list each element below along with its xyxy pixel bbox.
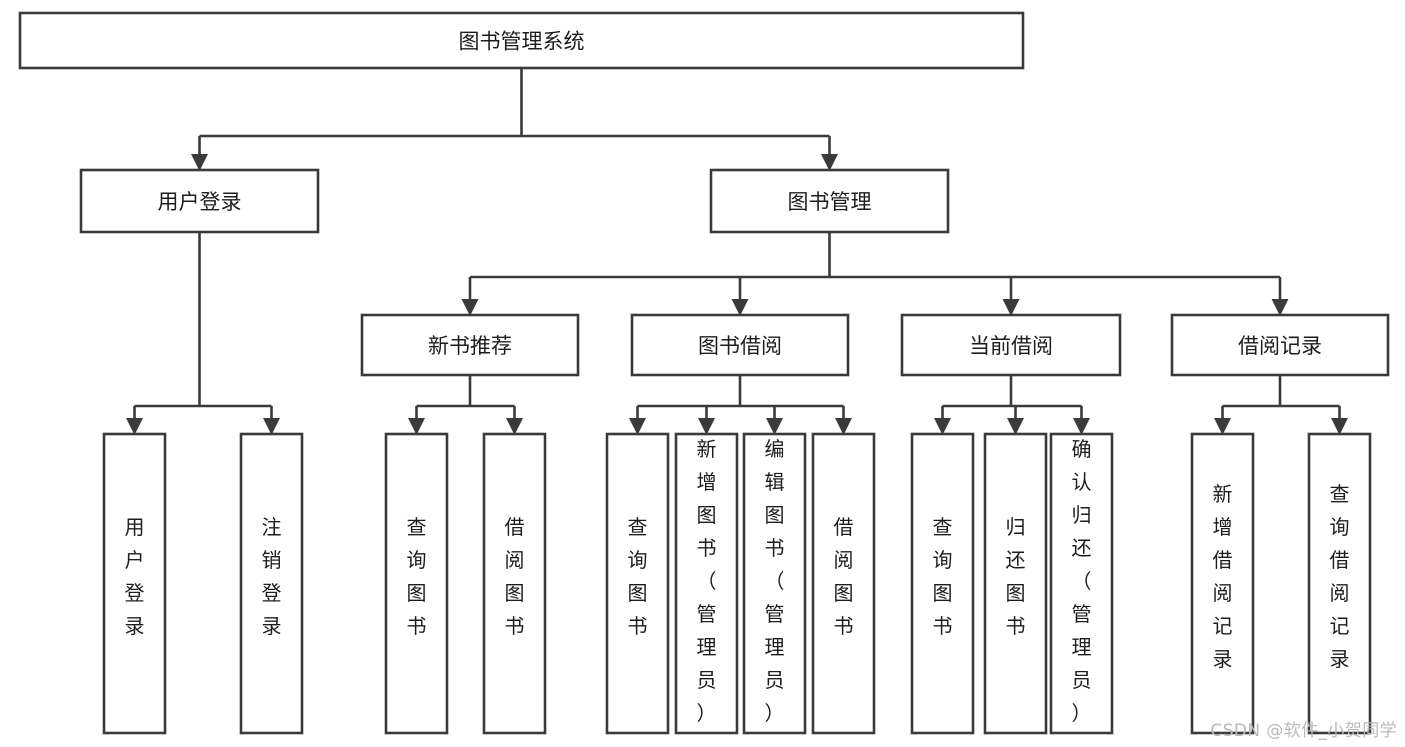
node-book-borrow[interactable]: 图书借阅 [630,313,850,377]
node-leaf-query-book-rec-box [384,432,449,735]
node-leaf-borrow-book[interactable]: 借阅图书 [811,432,876,735]
node-book-manage[interactable]: 图书管理 [709,168,950,234]
node-root-box [18,11,1025,70]
arrow-icon-leaf-add-book [698,418,715,435]
node-user-login[interactable]: 用户登录 [79,168,320,234]
node-leaf-borrow-book-rec[interactable]: 借阅图书 [482,432,547,735]
arrow-icon-leaf-confirm-return [1073,418,1090,435]
arrow-icon-book-borrow [731,299,749,316]
node-current-borrow-label: 当前借阅 [969,334,1053,358]
arrow-icon-leaf-borrow-book-rec [506,418,523,435]
node-leaf-confirm-return[interactable]: 确认归还（管理员） [1049,432,1114,735]
node-leaf-add-record[interactable]: 新增借阅记录 [1190,432,1255,735]
node-leaf-user-logout-label: 注销登录 [262,515,282,638]
node-new-book-rec-label: 新书推荐 [428,334,512,358]
node-leaf-query-book-rec-label: 查询图书 [407,515,427,638]
node-leaf-query-record[interactable]: 查询借阅记录 [1307,432,1372,735]
node-current-borrow[interactable]: 当前借阅 [900,313,1122,377]
arrow-icon-user-login [191,154,208,171]
node-leaf-query-record-box [1307,432,1372,735]
node-leaf-user-logout-box [239,432,304,735]
node-leaf-query-book-borrow[interactable]: 查询图书 [605,432,670,735]
arrow-icon-borrow-record [1271,299,1289,316]
node-leaf-query-book-cur-label: 查询图书 [933,515,953,638]
node-book-manage-box [709,168,950,234]
node-leaf-query-record-label: 查询借阅记录 [1330,482,1350,671]
node-leaf-edit-book[interactable]: 编辑图书（管理员） [742,432,807,735]
node-leaf-borrow-book-rec-box [482,432,547,735]
arrow-icon-leaf-user-logout [263,418,280,435]
node-leaf-return-book[interactable]: 归还图书 [983,432,1048,735]
arrow-icon-book-manage [821,154,838,171]
node-leaf-query-book-cur-box [910,432,975,735]
node-book-borrow-label: 图书借阅 [698,334,782,358]
node-leaf-return-book-box [983,432,1048,735]
node-leaf-borrow-book-box [811,432,876,735]
node-borrow-record-box [1170,313,1390,377]
node-root-label: 图书管理系统 [459,30,585,54]
csdn-watermark: CSDN @软件_小贺同学 [1210,721,1397,741]
node-user-login-label: 用户登录 [158,190,242,214]
node-root[interactable]: 图书管理系统 [18,11,1025,70]
node-leaf-confirm-return-box [1049,432,1114,735]
arrow-icon-leaf-borrow-book [835,418,852,435]
node-book-manage-label: 图书管理 [788,190,872,214]
arrow-icon-leaf-query-record [1331,418,1348,435]
node-leaf-query-book-cur[interactable]: 查询图书 [910,432,975,735]
node-new-book-rec[interactable]: 新书推荐 [360,313,580,377]
node-leaf-query-book-borrow-label: 查询图书 [628,515,648,638]
node-leaf-add-record-label: 新增借阅记录 [1213,482,1233,671]
arrow-icon-leaf-query-book-borrow [629,418,646,435]
node-leaf-user-logout[interactable]: 注销登录 [239,432,304,735]
node-leaf-return-book-label: 归还图书 [1006,515,1026,638]
arrow-icon-leaf-return-book [1007,418,1024,435]
node-layer: 图书管理系统用户登录图书管理新书推荐图书借阅当前借阅借阅记录用户登录注销登录查询… [18,11,1390,735]
node-current-borrow-box [900,313,1122,377]
node-borrow-record[interactable]: 借阅记录 [1170,313,1390,377]
node-leaf-add-book[interactable]: 新增图书（管理员） [674,432,739,735]
node-leaf-add-record-box [1190,432,1255,735]
node-leaf-user-login-label: 用户登录 [125,515,145,638]
arrow-icon-current-borrow [1002,299,1020,316]
arrow-icon-leaf-user-login [126,418,143,435]
arrow-icon-leaf-add-record [1214,418,1231,435]
node-new-book-rec-box [360,313,580,377]
arrow-icon-leaf-edit-book [766,418,783,435]
node-borrow-record-label: 借阅记录 [1238,334,1322,358]
arrow-icon-leaf-query-book-cur [934,418,951,435]
connector-layer [126,68,1348,435]
node-leaf-edit-book-box [742,432,807,735]
node-leaf-borrow-book-label: 借阅图书 [834,515,854,638]
node-leaf-user-login-box [102,432,167,735]
arrow-icon-leaf-query-book-rec [408,418,425,435]
node-leaf-add-book-box [674,432,739,735]
node-leaf-query-book-rec[interactable]: 查询图书 [384,432,449,735]
node-leaf-add-book-label: 新增图书（管理员） [697,437,717,725]
node-leaf-query-book-borrow-box [605,432,670,735]
node-book-borrow-box [630,313,850,377]
arrow-icon-new-book-rec [461,299,479,316]
node-user-login-box [79,168,320,234]
node-leaf-edit-book-label: 编辑图书（管理员） [765,437,785,725]
node-leaf-user-login[interactable]: 用户登录 [102,432,167,735]
node-leaf-confirm-return-label: 确认归还（管理员） [1072,437,1092,725]
node-leaf-borrow-book-rec-label: 借阅图书 [505,515,525,638]
